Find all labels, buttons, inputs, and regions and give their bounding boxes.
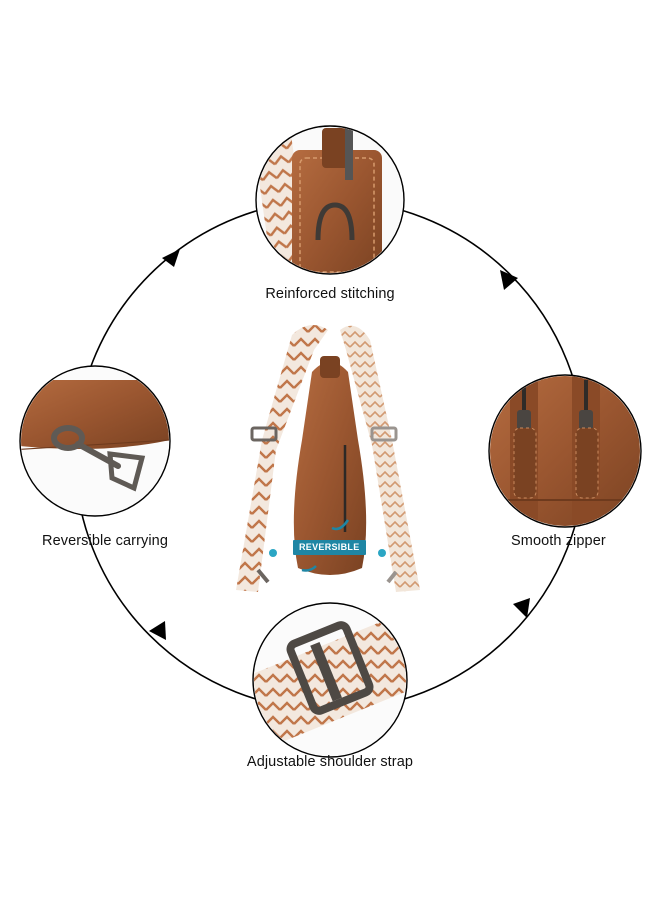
reversible-badge: REVERSIBLE xyxy=(293,540,366,555)
arrow-icon xyxy=(162,249,180,267)
clasp-icon xyxy=(51,425,146,492)
detail-zipper xyxy=(488,374,642,528)
feature-label-reversible-carrying: Reversible carrying xyxy=(42,533,168,549)
buckle-icon xyxy=(286,621,374,715)
sling-bag-image xyxy=(236,325,420,592)
detail-stitching xyxy=(255,125,405,275)
detail-buckle xyxy=(252,602,408,758)
arrow-icon xyxy=(149,621,166,640)
detail-clasp xyxy=(19,365,171,517)
feature-label-adjustable-strap: Adjustable shoulder strap xyxy=(246,754,414,770)
feature-label-reinforced-stitching: Reinforced stitching xyxy=(265,286,395,302)
arrow-icon xyxy=(500,270,518,290)
arrow-icon xyxy=(513,598,530,618)
feature-label-smooth-zipper: Smooth zipper xyxy=(511,533,606,549)
zipper-icon xyxy=(513,410,599,499)
